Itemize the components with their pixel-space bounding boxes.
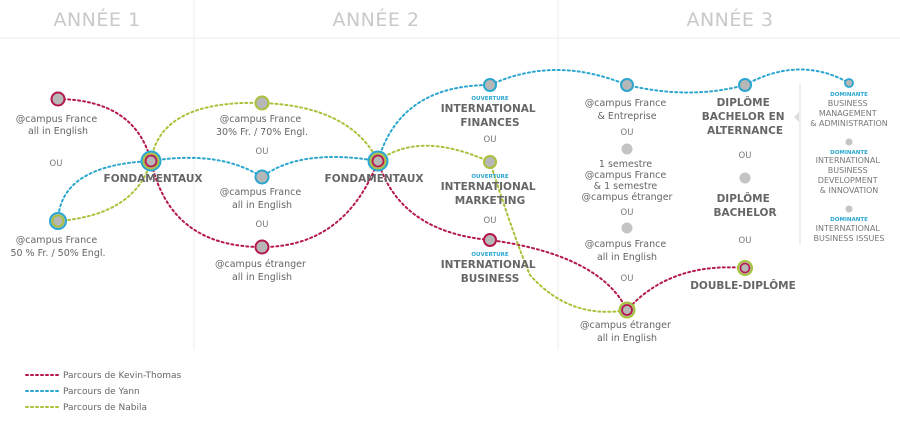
node-y2-finances [483, 78, 497, 92]
dominante-1-tag: DOMINANTE [830, 92, 868, 98]
y1-english-label: @campus France all in English [16, 114, 100, 137]
y2-business-label: INTERNATIONAL BUSINESS [441, 259, 539, 285]
dominante-1-label: BUSINESS MANAGEMENT & ADMINISTRATION [810, 99, 888, 128]
y3-or-label-4: OU [739, 151, 752, 161]
y2-or-label-4: OU [484, 216, 497, 226]
dominantes-arrow [794, 112, 799, 122]
node-y3-english [621, 222, 633, 234]
node-y2-etranger [254, 239, 270, 255]
y2-or-label-2: OU [256, 220, 269, 230]
node-y3-etranger-inner [621, 304, 633, 316]
legend-label-nabila: Parcours de Nabila [63, 403, 147, 413]
node-y2-business [483, 233, 497, 247]
y1-or-label: OU [50, 159, 63, 169]
y2-fondamentaux-label: FONDAMENTAUX [325, 173, 424, 185]
year-3-title: ANNÉE 3 [686, 8, 773, 31]
node-y3-bachelor [739, 172, 751, 184]
node-dominante-3 [845, 205, 853, 213]
y3-etranger-label: @campus étranger all in English [580, 320, 674, 344]
y2-or-label-3: OU [484, 135, 497, 145]
node-dominante-2 [845, 138, 853, 146]
y2-marketing-label: INTERNATIONAL MARKETING [441, 181, 539, 207]
y3-or-label-5: OU [739, 236, 752, 246]
legend-label-kevin-thomas: Parcours de Kevin-Thomas [63, 371, 181, 381]
node-y2-fondamentaux-inner [371, 154, 385, 168]
y3-semestre-label: 1 semestre @campus France & 1 semestre @… [582, 159, 673, 203]
node-y1-fondamentaux-mid [142, 152, 160, 170]
y2-finances-label: INTERNATIONAL FINANCES [441, 103, 539, 129]
dominante-2-label: INTERNATIONAL BUSINESS DEVELOPMENT & INN… [816, 156, 883, 195]
node-y2-fondamentaux-mid [369, 152, 387, 170]
dominante-3-label: INTERNATIONAL BUSINESS ISSUES [813, 224, 884, 243]
path-kevin-thomas [57, 98, 746, 312]
y2-or-label-1: OU [256, 147, 269, 157]
year-1-title: ANNÉE 1 [53, 8, 140, 31]
dominante-3-tag: DOMINANTE [830, 217, 868, 223]
y2-etranger-label: @campus étranger all in English [215, 259, 309, 283]
year-2-title: ANNÉE 2 [332, 8, 419, 31]
node-y3-double-inner [739, 262, 751, 274]
y2-marketing-tag: OUVERTURE [471, 174, 509, 180]
y2-finances-tag: OUVERTURE [471, 96, 509, 102]
node-y2-english [254, 169, 270, 185]
node-y2-marketing [483, 155, 497, 169]
node-y3-alternance [738, 78, 752, 92]
y3-bachelor-label: DIPLÔME BACHELOR [713, 192, 776, 219]
y2-mix-label: @campus France 30% Fr. / 70% Engl. [216, 114, 308, 138]
y3-double-label: DOUBLE-DIPLÔME [690, 279, 796, 292]
node-y3-semestre [621, 143, 633, 155]
y3-entreprise-label: @campus France & Entreprise [585, 98, 669, 122]
path-nabila [57, 101, 636, 313]
y3-or-label-3: OU [621, 274, 634, 284]
y3-or-label-1: OU [621, 128, 634, 138]
node-y1-fondamentaux-inner [144, 154, 158, 168]
legend-label-yann: Parcours de Yann [63, 387, 140, 397]
node-dominante-1 [844, 78, 854, 88]
y1-mix-label: @campus France 50 % Fr. / 50% Engl. [10, 235, 105, 259]
path-yann [57, 68, 850, 222]
node-y2-mix [254, 95, 270, 111]
y3-alternance-label: DIPLÔME BACHELOR EN ALTERNANCE [702, 96, 788, 137]
y2-business-tag: OUVERTURE [471, 252, 509, 258]
node-y1-mix-inner [51, 214, 65, 228]
y2-english-label: @campus France all in English [220, 187, 304, 211]
y1-fondamentaux-label: FONDAMENTAUX [104, 173, 203, 185]
node-y1-english [50, 91, 66, 107]
y3-english-label: @campus France all in English [585, 239, 669, 263]
dominante-2-tag: DOMINANTE [830, 150, 868, 156]
legend: Parcours de Kevin-Thomas Parcours de Yan… [25, 371, 181, 413]
node-y3-entreprise [620, 78, 634, 92]
y3-or-label-2: OU [621, 208, 634, 218]
